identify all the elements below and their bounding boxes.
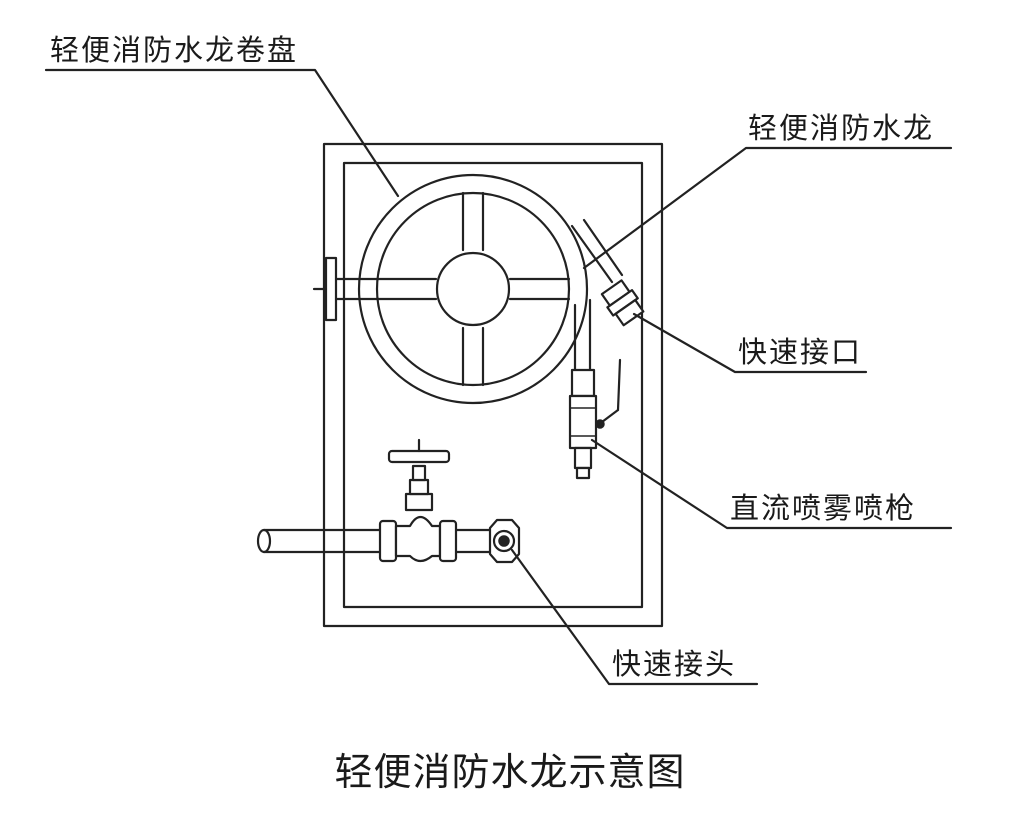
valve-body — [394, 515, 442, 563]
pipe-end — [256, 528, 266, 554]
leader-quick-coupling-port — [632, 312, 868, 374]
label-quick-connector: 快速接头 — [612, 647, 736, 681]
label-quick-coupling-port: 快速接口 — [738, 335, 862, 369]
nozzle-pivot — [595, 419, 605, 429]
reel-inner-ring — [375, 191, 571, 387]
cabinet — [322, 142, 664, 628]
leader-lines — [44, 68, 953, 686]
reel-hub — [435, 251, 511, 327]
hose-line — [570, 224, 614, 284]
leader-hose — [582, 146, 953, 270]
diagram-caption: 轻便消防水龙示意图 — [334, 750, 685, 794]
label-hose: 轻便消防水龙 — [748, 111, 934, 145]
hose-line — [582, 218, 624, 277]
valve-stem-housing — [408, 478, 430, 496]
mounting-bracket — [312, 256, 338, 322]
label-hose-reel: 轻便消防水龙卷盘 — [50, 33, 298, 67]
cabinet-inner-frame — [342, 161, 644, 609]
quick-connector-ring — [492, 529, 516, 553]
nozzle-tip — [573, 446, 593, 470]
valve-handwheel — [387, 449, 451, 464]
hose-coupling-body — [600, 279, 645, 327]
leader-quick-connector — [510, 548, 759, 686]
reel-outer-ring — [357, 173, 589, 405]
nozzle-lever — [616, 358, 622, 412]
nozzle-tip — [575, 466, 591, 480]
bracket-plate — [324, 256, 338, 322]
valve-bonnet — [404, 492, 434, 512]
hose-reel — [334, 173, 589, 405]
quick-connector-bore — [498, 535, 510, 547]
spray-nozzle — [568, 358, 622, 480]
pipe-union-right — [438, 519, 458, 563]
leader-hose-reel — [44, 68, 400, 198]
leader-spray-nozzle — [590, 438, 953, 530]
nozzle-sleeve — [570, 368, 596, 398]
label-spray-nozzle: 直流喷雾喷枪 — [730, 491, 916, 525]
pipe-end — [262, 528, 272, 554]
valve-stem — [411, 464, 427, 482]
hose — [570, 218, 645, 372]
pipe-union-left — [378, 519, 398, 563]
cabinet-outer-frame — [322, 142, 664, 628]
pipe-assembly — [256, 438, 521, 564]
